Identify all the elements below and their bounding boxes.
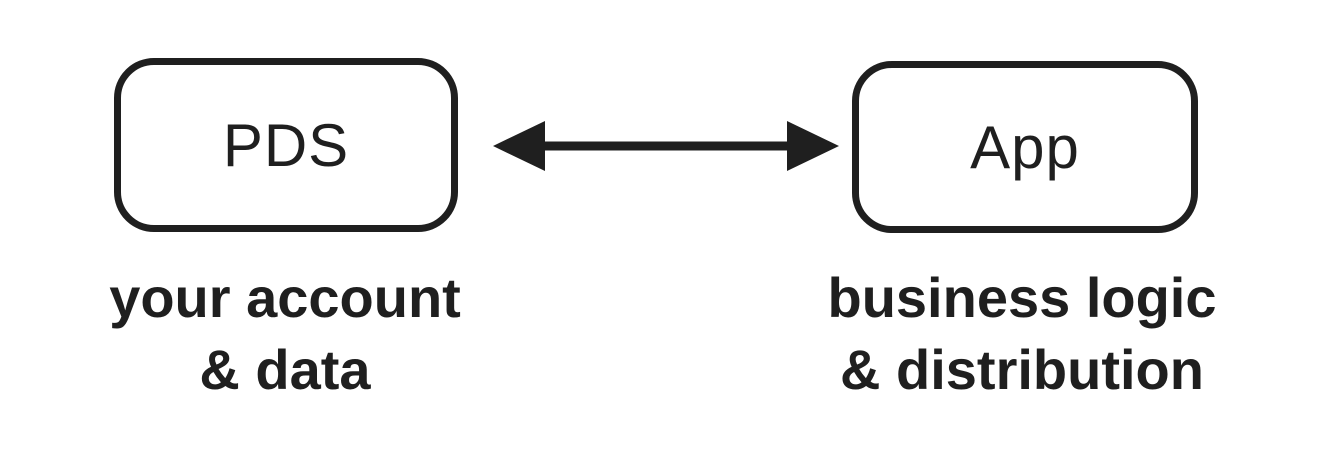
node-pds-label: PDS bbox=[222, 111, 350, 179]
node-pds-caption: your account & data bbox=[63, 262, 507, 406]
caption-line: your account bbox=[109, 266, 461, 329]
caption-line: & distribution bbox=[840, 338, 1204, 401]
bidirectional-arrow-icon bbox=[493, 121, 839, 171]
caption-line: & data bbox=[199, 338, 371, 401]
node-app: App bbox=[852, 61, 1198, 233]
node-pds: PDS bbox=[114, 58, 458, 232]
caption-line: business logic bbox=[827, 266, 1217, 329]
node-app-label: App bbox=[970, 113, 1080, 181]
node-app-caption: business logic & distribution bbox=[800, 262, 1244, 406]
